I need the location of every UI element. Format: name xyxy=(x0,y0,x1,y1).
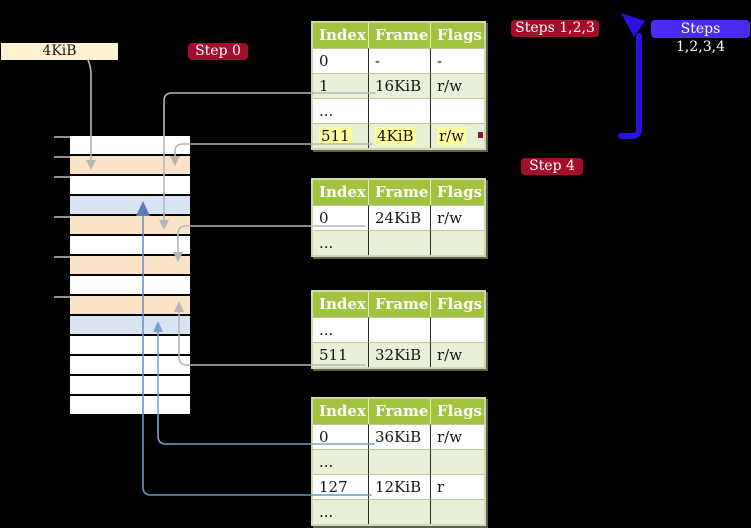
table-cell xyxy=(368,317,430,342)
header-cell-flags: Flags xyxy=(430,23,484,48)
table-cell: 0 xyxy=(313,205,368,230)
table-cell xyxy=(368,230,430,255)
table-cell: 1 xyxy=(313,73,368,98)
header-cell-index: Index xyxy=(313,180,368,205)
step4-badge: Step 4 xyxy=(521,158,583,175)
header-cell-frame: Frame xyxy=(368,180,430,205)
memory-frame-row-7-white xyxy=(70,276,190,296)
table-cell: ... xyxy=(313,98,368,123)
memory-frame-row-4-orange xyxy=(70,216,190,236)
table-cell: ... xyxy=(313,499,368,524)
table-cell xyxy=(430,230,484,255)
memory-frame-row-5-white xyxy=(70,236,190,256)
table-row-3: ... xyxy=(313,499,484,524)
table-cell: r/w xyxy=(430,73,484,98)
memory-frame-row-6-orange xyxy=(70,256,190,276)
table-cell xyxy=(368,98,430,123)
address-tick-4 xyxy=(54,256,70,258)
red-marker-tick xyxy=(478,132,483,138)
header-cell-frame: Frame xyxy=(368,23,430,48)
table-cell: 32KiB xyxy=(368,342,430,367)
table-row-1: ... xyxy=(313,230,484,255)
table-cell: 4KiB xyxy=(368,123,430,148)
table-cell: 511 xyxy=(313,123,368,148)
table-cell: 511 xyxy=(313,342,368,367)
memory-frame-row-2-white xyxy=(70,176,190,196)
step0-badge: Step 0 xyxy=(188,43,248,60)
memory-frame-row-0-white xyxy=(70,136,190,156)
table-cell: 12KiB xyxy=(368,474,430,499)
memory-frame-row-3-blue xyxy=(70,196,190,216)
table-cell xyxy=(430,317,484,342)
table-cell: r/w xyxy=(430,205,484,230)
table-cell: 127 xyxy=(313,474,368,499)
header-cell-index: Index xyxy=(313,399,368,424)
table-cell xyxy=(368,449,430,474)
table-cell: ... xyxy=(313,230,368,255)
header-cell-flags: Flags xyxy=(430,292,484,317)
table-cell: ... xyxy=(313,317,368,342)
table-cell: ... xyxy=(313,449,368,474)
page-size-label: 4KiB xyxy=(1,43,118,60)
table-cell: - xyxy=(368,48,430,73)
table-cell xyxy=(430,499,484,524)
table-row-0: ... xyxy=(313,317,484,342)
table-row-3: 511 4KiB r/w xyxy=(313,123,484,148)
address-tick-5 xyxy=(54,296,70,298)
memory-frame-row-10-white xyxy=(70,336,190,356)
header-cell-frame: Frame xyxy=(368,399,430,424)
table-row-2: ... xyxy=(313,98,484,123)
table-cell: 16KiB xyxy=(368,73,430,98)
table-cell xyxy=(430,98,484,123)
table-cell xyxy=(368,499,430,524)
table-cell xyxy=(430,449,484,474)
steps123-badge: Steps 1,2,3 xyxy=(511,20,599,37)
memory-frame-row-1-orange xyxy=(70,156,190,176)
table-row-0: 0-- xyxy=(313,48,484,73)
table-cell: r/w xyxy=(430,342,484,367)
big-blue-arrow xyxy=(618,33,642,139)
header-cell-index: Index xyxy=(313,292,368,317)
header-cell-flags: Flags xyxy=(430,399,484,424)
table-cell: r/w xyxy=(430,424,484,449)
big-blue-arrow-head xyxy=(621,13,645,37)
table-cell: 0 xyxy=(313,48,368,73)
highlighted-value: r/w xyxy=(437,127,467,145)
address-tick-2 xyxy=(54,176,70,178)
address-tick-1 xyxy=(54,156,70,158)
memory-frame-row-11-white xyxy=(70,356,190,376)
table-cell: 0 xyxy=(313,424,368,449)
table-cell: r xyxy=(430,474,484,499)
memory-frame-row-13-white xyxy=(70,396,190,416)
table-row-1: ... xyxy=(313,449,484,474)
memory-frame-row-9-blue xyxy=(70,316,190,336)
table-cell: 24KiB xyxy=(368,205,430,230)
header-cell-flags: Flags xyxy=(430,180,484,205)
steps1234-badge: Steps 1,2,3,4 xyxy=(651,20,750,55)
address-tick-0 xyxy=(54,136,70,138)
memory-frame-row-12-white xyxy=(70,376,190,396)
table-cell: - xyxy=(430,48,484,73)
header-cell-index: Index xyxy=(313,23,368,48)
address-tick-3 xyxy=(54,216,70,218)
highlighted-value: 4KiB xyxy=(375,127,416,145)
header-cell-frame: Frame xyxy=(368,292,430,317)
table-cell: 36KiB xyxy=(368,424,430,449)
memory-frame-row-8-orange xyxy=(70,296,190,316)
table-cell: r/w xyxy=(430,123,484,148)
highlighted-value: 511 xyxy=(319,127,352,145)
